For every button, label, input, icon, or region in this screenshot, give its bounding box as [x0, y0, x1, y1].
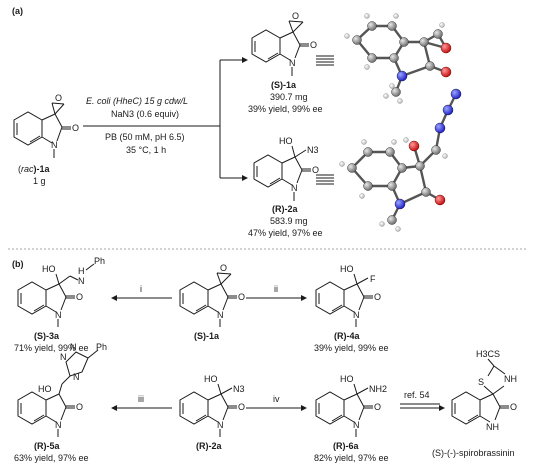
molecule-s-3a: N O HO N H Ph [17, 256, 105, 327]
molecule-r-5a: N O HO N N N Ph [17, 342, 107, 437]
label-b-s-1a: (S)-1a [194, 331, 220, 341]
condition-buffer: PB (50 mM, pH 6.5) [105, 132, 185, 142]
atom-n: N [55, 310, 62, 320]
yield-r-2a: 47% yield, 97% ee [248, 228, 323, 238]
step-ii-label: ii [274, 284, 278, 294]
atom-ho: HO [38, 384, 52, 394]
atom-n: N [289, 58, 296, 68]
label-r-4a: (R)-4a [334, 331, 360, 341]
atom-o: O [76, 402, 83, 412]
atom-nh: NH [486, 422, 499, 432]
label-r-2a: (R)-2a [272, 204, 298, 214]
atom-n: N [353, 310, 360, 320]
atom-n: N [60, 352, 67, 362]
substituent-nh2: NH2 [369, 384, 387, 394]
atom-s: S [478, 377, 484, 387]
atom-o: O [374, 402, 381, 412]
crystal-structure-r-2a [339, 88, 462, 232]
molecule-b-r-2a: N O HO N3 [179, 374, 245, 437]
molecule-b-s-1a: N O O [179, 263, 245, 327]
atom-n: N [217, 310, 224, 320]
atom-n3: N3 [307, 145, 319, 155]
yield-r-6a: 82% yield, 97% ee [314, 453, 389, 463]
yield-s-1a: 39% yield, 99% ee [248, 104, 323, 114]
step-iii-label: iii [138, 394, 144, 404]
atom-n: N [51, 140, 58, 150]
atom-n: N [78, 276, 85, 286]
molecule-r-4a: N O HO F [315, 264, 381, 327]
atom-o: O [312, 165, 319, 175]
condition-nan3: NaN3 (0.6 equiv) [111, 109, 179, 119]
yield-r-4a: 39% yield, 99% ee [314, 343, 389, 353]
mass-r-2a: 583.9 mg [270, 216, 308, 226]
substituent-f: F [370, 274, 376, 284]
atom-ho: HO [42, 264, 56, 274]
atom-o: O [55, 93, 62, 103]
molecule-spirobrassinin: S NH O NH H3CS [451, 349, 517, 432]
atom-o: O [310, 40, 317, 50]
label-rac-1a: (rac)-1a [18, 164, 51, 174]
atom-h: H [78, 266, 85, 276]
equivalence-sign-top [316, 55, 334, 66]
atom-n: N [70, 342, 77, 352]
yield-r-5a: 63% yield, 97% ee [14, 453, 89, 463]
atom-n: N [55, 420, 62, 430]
label-s-3a: (S)-3a [34, 331, 60, 341]
atom-o: O [292, 11, 299, 21]
yield-s-3a: 71% yield, 99% ee [14, 343, 89, 353]
panel-b-label: (b) [12, 259, 24, 269]
equivalence-sign-bottom [316, 174, 334, 185]
ref-label: ref. 54 [404, 390, 430, 400]
substituent-h3cs: H3CS [476, 349, 500, 359]
atom-n: N [217, 420, 224, 430]
atom-o: O [220, 263, 227, 273]
atom-n: N [291, 183, 298, 193]
substituent-ph: Ph [94, 256, 105, 266]
atom-o: O [238, 292, 245, 302]
step-iv-label: iv [273, 394, 280, 404]
atom-n: N [353, 420, 360, 430]
atom-ho: HO [340, 264, 354, 274]
molecule-r-6a: N O HO NH2 [315, 374, 387, 437]
atom-o: O [238, 402, 245, 412]
atom-n3: N3 [233, 384, 245, 394]
substituent-ph: Ph [96, 342, 107, 352]
label-s-1a: (S)-1a [271, 80, 297, 90]
crystal-structure-s-1a [344, 13, 452, 104]
condition-temp-time: 35 °C, 1 h [126, 145, 166, 155]
atom-o: O [374, 292, 381, 302]
label-spirobrassinin: (S)-(-)-spirobrassinin [432, 448, 515, 458]
atom-ho: HO [204, 374, 218, 384]
atom-ho: HO [340, 374, 354, 384]
atom-o: O [510, 402, 517, 412]
molecule-r-2a: N O HO N3 [253, 136, 319, 201]
label-r-6a: (R)-6a [333, 441, 359, 451]
label-b-r-2a: (R)-2a [196, 441, 222, 451]
atom-o: O [76, 292, 83, 302]
condition-ecoli: E. coli (HheC) 15 g cdw/L [86, 96, 188, 106]
panel-a-label: (a) [12, 6, 23, 16]
step-i-label: i [140, 284, 142, 294]
atom-ho: HO [279, 136, 293, 146]
molecule-s-1a: N O O [251, 11, 317, 76]
atom-n: N [73, 372, 80, 382]
mass-s-1a: 390.7 mg [270, 92, 308, 102]
mass-rac-1a: 1 g [33, 176, 46, 186]
label-r-5a: (R)-5a [34, 441, 60, 451]
molecule-rac-1a: N O O [13, 93, 79, 158]
atom-nh: NH [504, 374, 517, 384]
atom-o: O [72, 123, 79, 133]
